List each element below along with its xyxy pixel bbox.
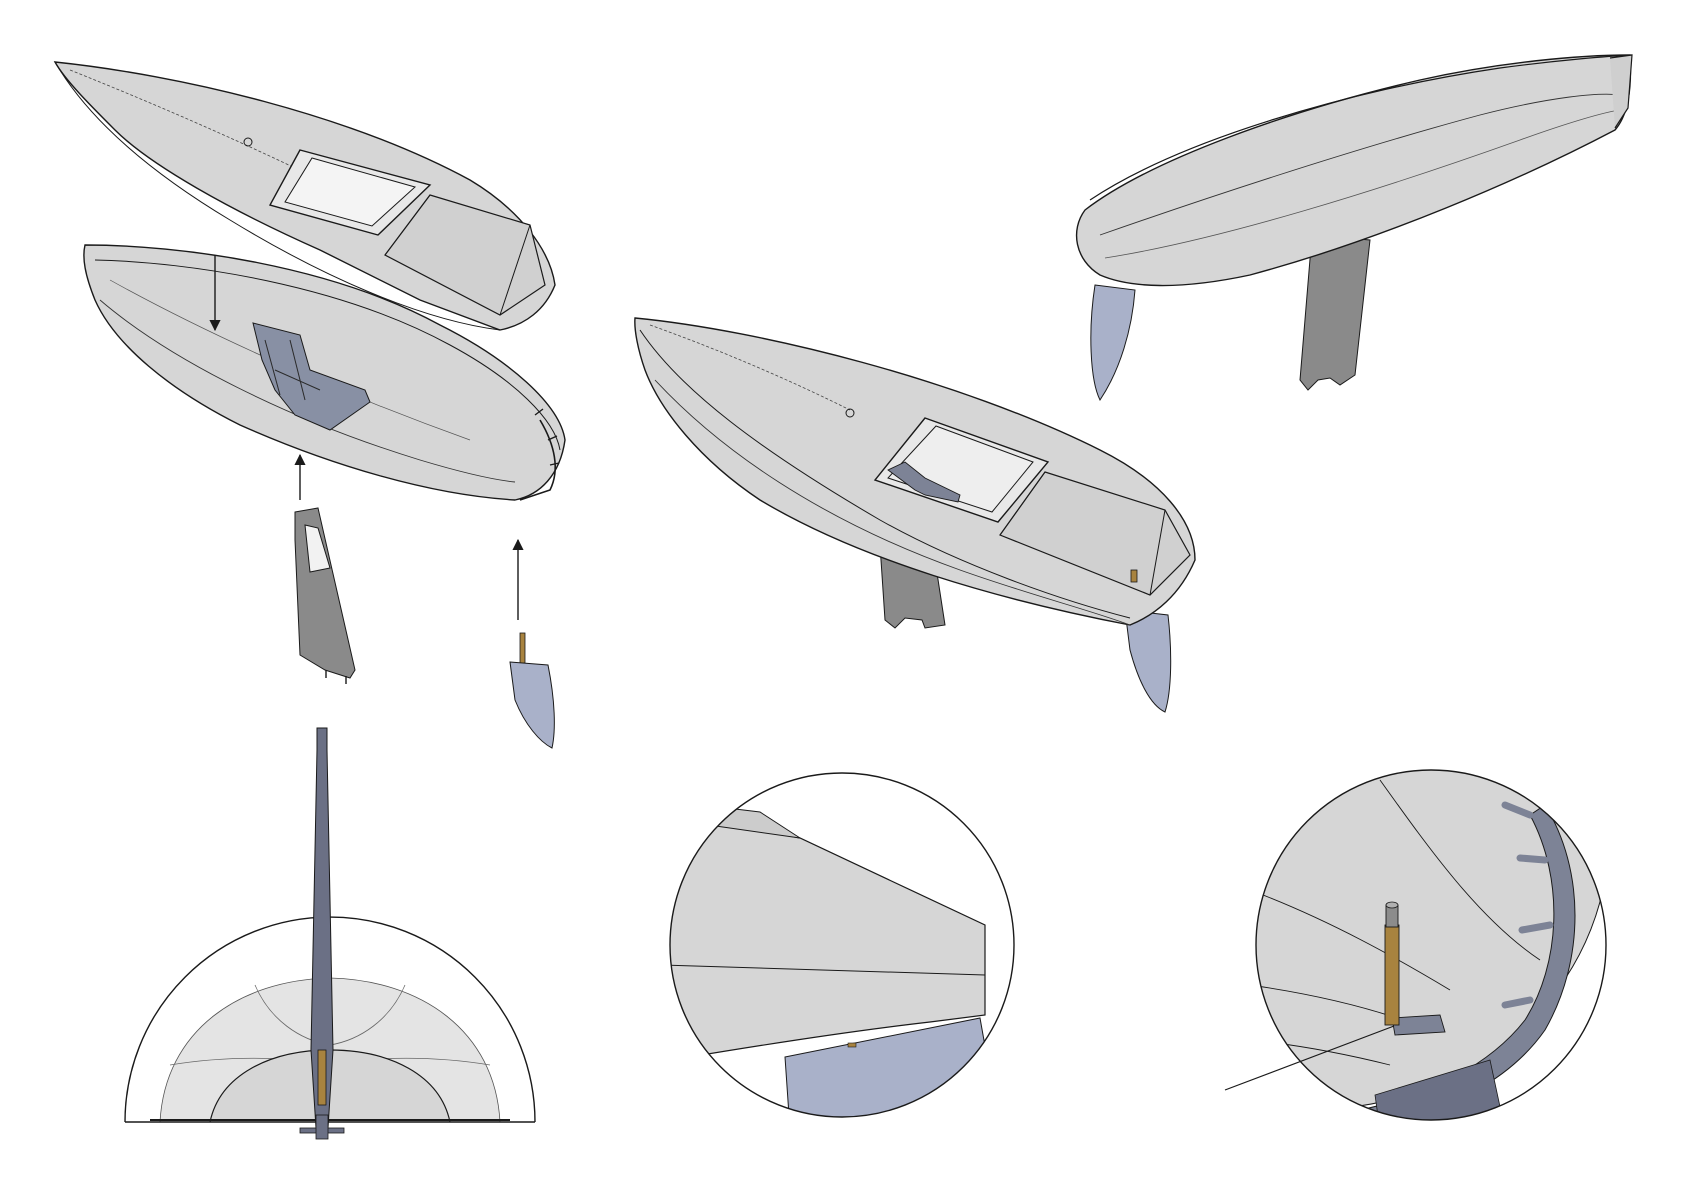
- rudder-part: [510, 540, 554, 748]
- detail-rudder-tube: [1225, 765, 1610, 1130]
- bottom-keel-fin: [1300, 235, 1370, 390]
- rudder-tube: [520, 633, 525, 663]
- mast-heel: [316, 1115, 328, 1139]
- assembled-rudder-post: [1131, 570, 1137, 582]
- exploded-assembly: [55, 62, 565, 748]
- assembled-boat-bottom-view: [1077, 55, 1632, 400]
- rudder-detail-brass-tube: [1385, 925, 1399, 1025]
- rudder-detail-post-cap: [1386, 902, 1398, 908]
- keel-fin-part: [295, 455, 355, 684]
- mast-step-tube: [318, 1050, 326, 1105]
- detail-keel-bolt: [848, 1043, 856, 1047]
- keel-fin-outline: [295, 508, 355, 678]
- detail-keel-joint: [660, 770, 1020, 1130]
- rudder-detail-mount: [1392, 1015, 1445, 1035]
- mast-bow-front-view: [125, 728, 535, 1139]
- bottom-rudder: [1091, 285, 1135, 400]
- assembled-rudder: [1125, 610, 1171, 712]
- rudder-blade: [510, 662, 554, 748]
